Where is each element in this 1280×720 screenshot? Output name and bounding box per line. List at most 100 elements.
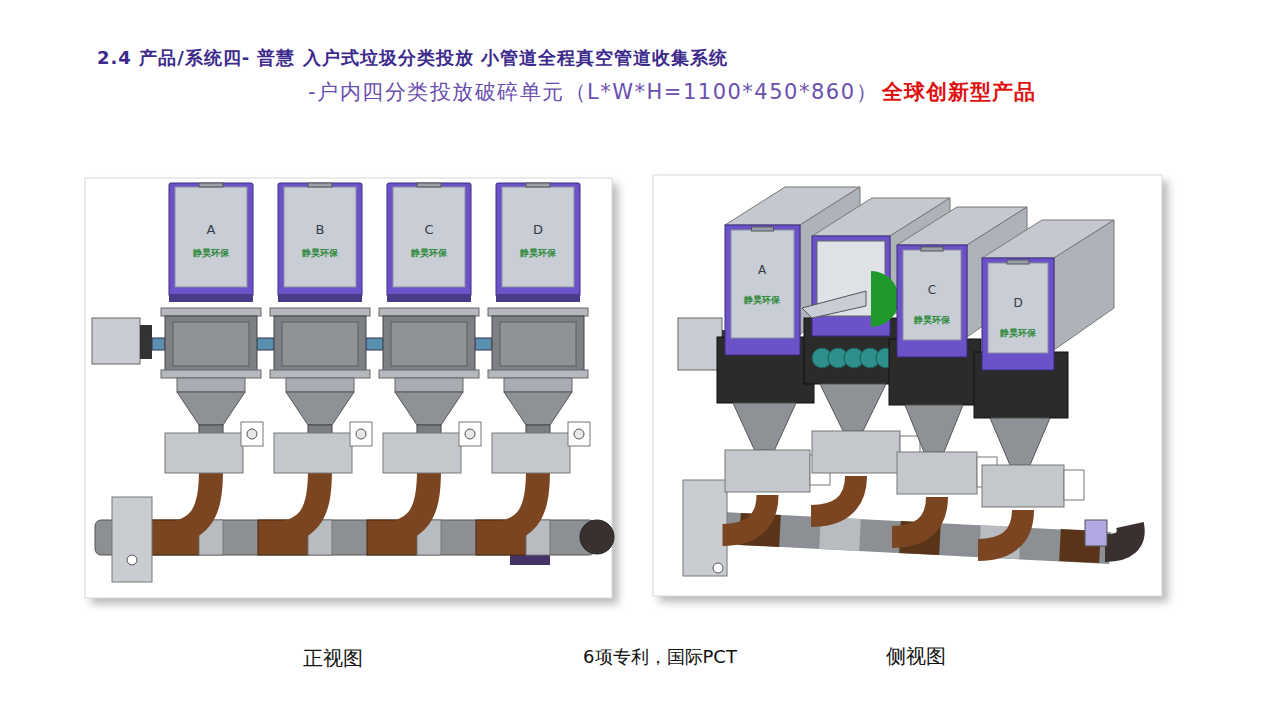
valve-bolt (574, 429, 584, 439)
hopper-cone (990, 418, 1050, 465)
flange (488, 370, 588, 378)
elbow-pipe (265, 470, 320, 537)
hopper-cone (733, 403, 796, 450)
flange (161, 308, 261, 316)
subtitle: -户内四分类投放破碎单元（L*W*H=1100*450*860） (308, 80, 878, 105)
hopper-cone (820, 384, 886, 431)
bin-door (731, 230, 794, 338)
elbow-pipe (483, 470, 538, 537)
bin-flap (802, 291, 866, 318)
motor (92, 318, 140, 364)
valve-bolt (247, 429, 257, 439)
pipe-ring (820, 533, 860, 535)
brand-logo: 静昊环保 (1000, 328, 1036, 339)
elbow-pipe (156, 470, 211, 537)
hopper-cone (504, 392, 572, 425)
motor (678, 318, 722, 370)
crusher-housing (274, 316, 366, 372)
pipe-bracket (683, 480, 727, 576)
brand-logo: 静昊环保 (744, 295, 780, 306)
hopper-top (286, 378, 354, 392)
elbow-pipe (723, 495, 768, 535)
hopper-top (177, 378, 245, 392)
flange (161, 370, 261, 378)
bin-frame (169, 183, 253, 297)
bracket-bolt (713, 563, 723, 573)
bin-frame (982, 258, 1054, 370)
bin-handle (417, 183, 441, 187)
flange (270, 308, 370, 316)
crusher-panel (391, 322, 467, 366)
hopper-cone (177, 392, 245, 425)
brand-logo: 静昊环保 (193, 248, 229, 259)
valve-clamp (897, 452, 977, 494)
valve-clamp (982, 465, 1064, 507)
view-caption: 正视图 (303, 646, 363, 670)
bin-letter: B (316, 222, 325, 238)
panel (85, 178, 612, 598)
bin-letter: C (424, 222, 433, 238)
bin-frame (897, 245, 967, 357)
valve-bolt (356, 429, 366, 439)
valve-bracket (350, 422, 372, 446)
hopper-cone (395, 392, 463, 425)
side-view (678, 187, 1131, 576)
valve-bracket (241, 422, 263, 446)
bin-frame (387, 183, 471, 297)
sorting-unit (265, 183, 372, 537)
bin-frame (496, 183, 580, 297)
valve-clamp (725, 450, 810, 492)
bracket-bolt (127, 555, 137, 565)
bin-base (496, 294, 580, 302)
sorting-unit (974, 220, 1114, 550)
shaft (152, 338, 165, 350)
bin-handle (199, 183, 223, 187)
pipe-bracket (112, 497, 152, 582)
crusher-housing (383, 316, 475, 372)
shaft (257, 338, 274, 350)
bin-door (175, 187, 247, 287)
brand-logo: 静昊环保 (520, 248, 556, 259)
hopper-cone (905, 405, 963, 452)
valve-bracket (568, 422, 590, 446)
bin-letter: D (533, 222, 543, 238)
bin-handle (308, 183, 332, 187)
bin-letter: D (1013, 296, 1022, 310)
bin-letter: A (207, 222, 216, 238)
pipe-coupling (1085, 520, 1107, 546)
bin-handle (752, 227, 774, 231)
valve-bolt (465, 429, 475, 439)
flap-wheel (871, 271, 899, 327)
valve-clamp (274, 433, 352, 473)
valve-bracket (1064, 470, 1084, 500)
shaft (366, 338, 383, 350)
bin-frame (278, 183, 362, 297)
bin-door (988, 263, 1048, 353)
bin-letter: A (758, 263, 766, 277)
bin-letter: C (928, 283, 936, 297)
hopper-top (504, 378, 572, 392)
hopper-top (395, 378, 463, 392)
bin-door (284, 187, 356, 287)
view-caption: 侧视图 (886, 644, 946, 668)
valve-clamp (812, 431, 900, 473)
bin-door (393, 187, 465, 287)
valve-clamp (492, 433, 570, 473)
panel (653, 175, 1162, 596)
bin-handle (526, 183, 550, 187)
slide-title: 2.4 产品/系统四- 普慧 入户式垃圾分类投放 小管道全程真空管道收集系统 (97, 47, 728, 69)
brand-logo: 静昊环保 (914, 315, 950, 326)
hopper-cone (286, 392, 354, 425)
flange (270, 370, 370, 378)
bin-base (169, 294, 253, 302)
valve-clamp (165, 433, 243, 473)
crusher-panel (500, 322, 576, 366)
elbow-pipe (811, 476, 856, 516)
flange (379, 370, 479, 378)
bin-handle (1007, 260, 1029, 264)
elbow-pipe (374, 470, 429, 537)
highlight-note: 全球创新型产品 (882, 80, 1036, 105)
flange (379, 308, 479, 316)
